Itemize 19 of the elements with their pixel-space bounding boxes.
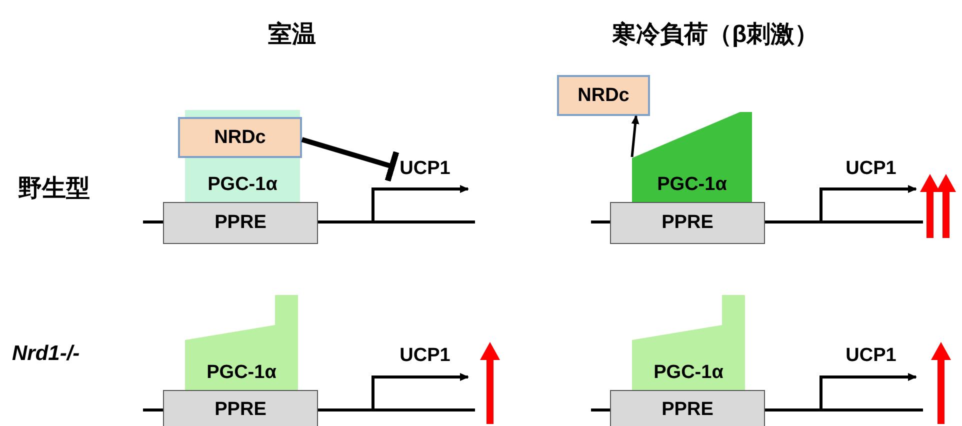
coactivator-shape: PGC-1α — [632, 112, 752, 202]
promoter-element-box: PPRE — [610, 202, 765, 244]
arrow — [630, 115, 640, 158]
gene-label: UCP1 — [392, 156, 458, 182]
promoter-element-box: PPRE — [163, 202, 318, 244]
promoter-element-box: PPRE — [610, 390, 765, 426]
promoter-element-box: PPRE — [163, 390, 318, 426]
gene-label: UCP1 — [838, 343, 904, 369]
column-heading: 室温 — [268, 20, 316, 50]
row-heading: 野生型 — [18, 174, 90, 204]
coactivator-shape: PGC-1α — [632, 295, 745, 390]
gene-label: UCP1 — [392, 343, 458, 369]
inhibition-line — [301, 137, 400, 182]
protein-box: NRDc — [557, 75, 650, 116]
gene-label: UCP1 — [838, 156, 904, 182]
coactivator-shape: PGC-1α — [185, 295, 298, 390]
protein-box: NRDc — [178, 117, 302, 158]
row-heading: Nrd1-/- — [12, 342, 80, 366]
column-heading: 寒冷負荷（β刺激） — [612, 20, 819, 50]
